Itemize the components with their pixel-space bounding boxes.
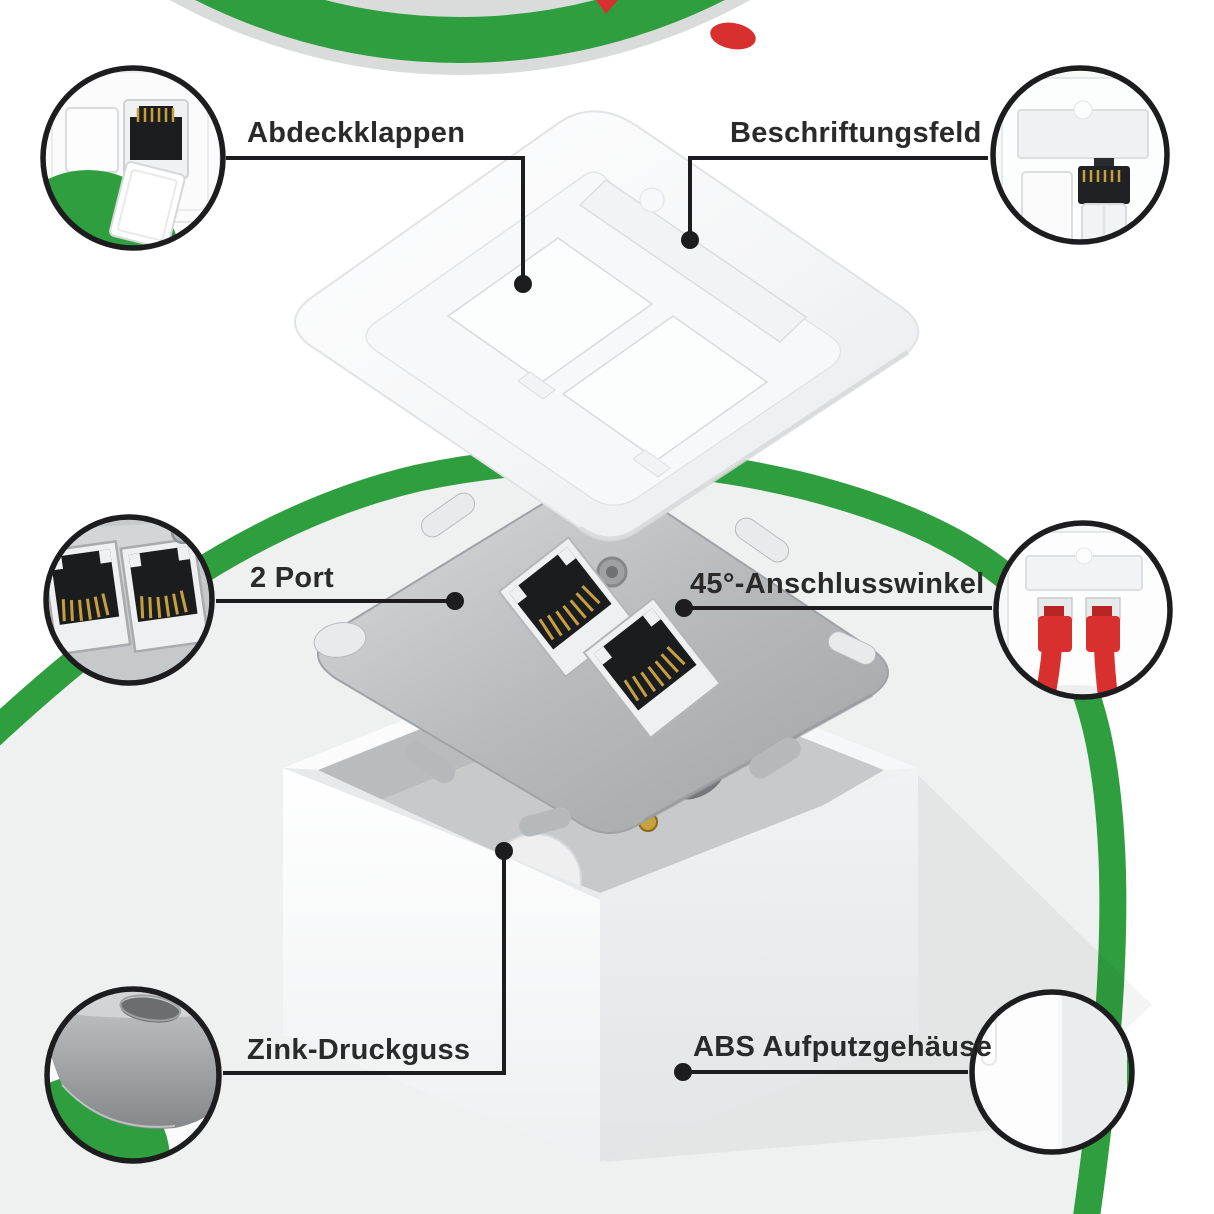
label-2-port: 2 Port — [250, 562, 334, 594]
rj45-plug — [1078, 158, 1130, 242]
face-plate — [294, 110, 920, 542]
label-abs-aufputzgehaeuse: ABS Aufputzgehäuse — [693, 1031, 993, 1063]
callout-dots — [446, 231, 699, 1081]
cover-flap-right — [561, 315, 769, 461]
label-zink-druckguss: Zink-Druckguss — [247, 1034, 471, 1066]
line-abdeckklappen — [226, 156, 525, 284]
frame-cutouts — [313, 492, 877, 837]
label-anschlusswinkel: 45°-Anschlusswinkel — [690, 568, 985, 600]
label-abdeckklappen: Abdeckklappen — [247, 117, 466, 149]
detail-circle-cover-flap — [40, 65, 226, 251]
detail-circle-abs — [969, 989, 1135, 1155]
top-arc — [169, 0, 756, 75]
line-zink-druckguss — [223, 851, 506, 1075]
zinc-frame — [313, 451, 889, 837]
label-beschriftungsfeld: Beschriftungsfeld — [730, 117, 982, 149]
detail-circle-45deg — [993, 520, 1173, 700]
detail-circle-labeling-field — [990, 65, 1170, 245]
open-flap — [109, 161, 186, 248]
labeling-field — [578, 179, 808, 343]
line-beschriftungsfeld — [688, 156, 988, 240]
red-cable-peek — [596, 0, 756, 50]
callout-lines — [216, 156, 992, 1075]
red-patch-cables — [1018, 597, 1130, 697]
rj45-jack-2 — [582, 596, 722, 740]
green-ring — [0, 446, 1127, 1214]
